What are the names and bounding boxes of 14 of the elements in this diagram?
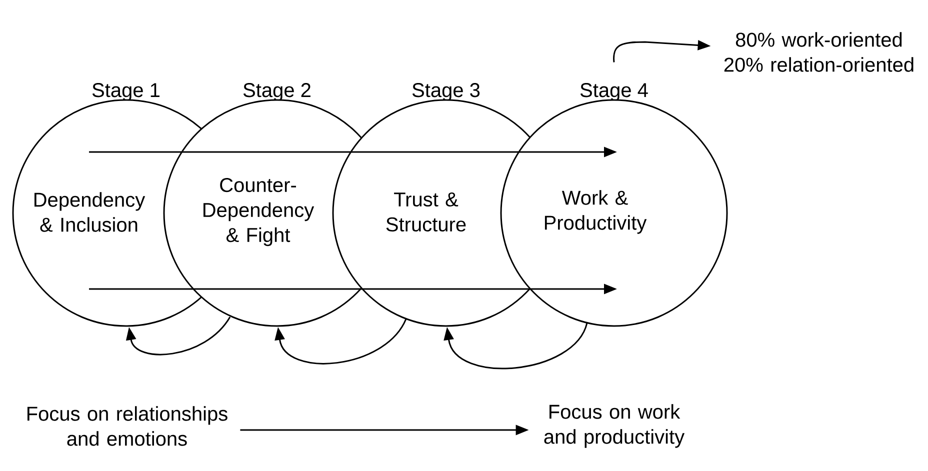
curved-arrow [444, 322, 588, 370]
focus-text: Focus on work and productivity [544, 404, 685, 448]
stage-heading: Stage 4 [580, 83, 648, 102]
line [89, 151, 242, 153]
stage-heading: Stage 1 [92, 83, 160, 102]
annotation-text: 80% work-oriented 20% relation-oriented [724, 32, 914, 72]
curved-arrow [274, 318, 407, 364]
focus-text: Focus on relationships and emotions [27, 406, 228, 446]
line [89, 288, 242, 290]
curved-arrow [126, 316, 231, 356]
line [242, 151, 393, 153]
line [242, 288, 393, 290]
stage-heading: Stage 2 [243, 83, 310, 102]
stage-heading: Stage 3 [412, 83, 480, 102]
